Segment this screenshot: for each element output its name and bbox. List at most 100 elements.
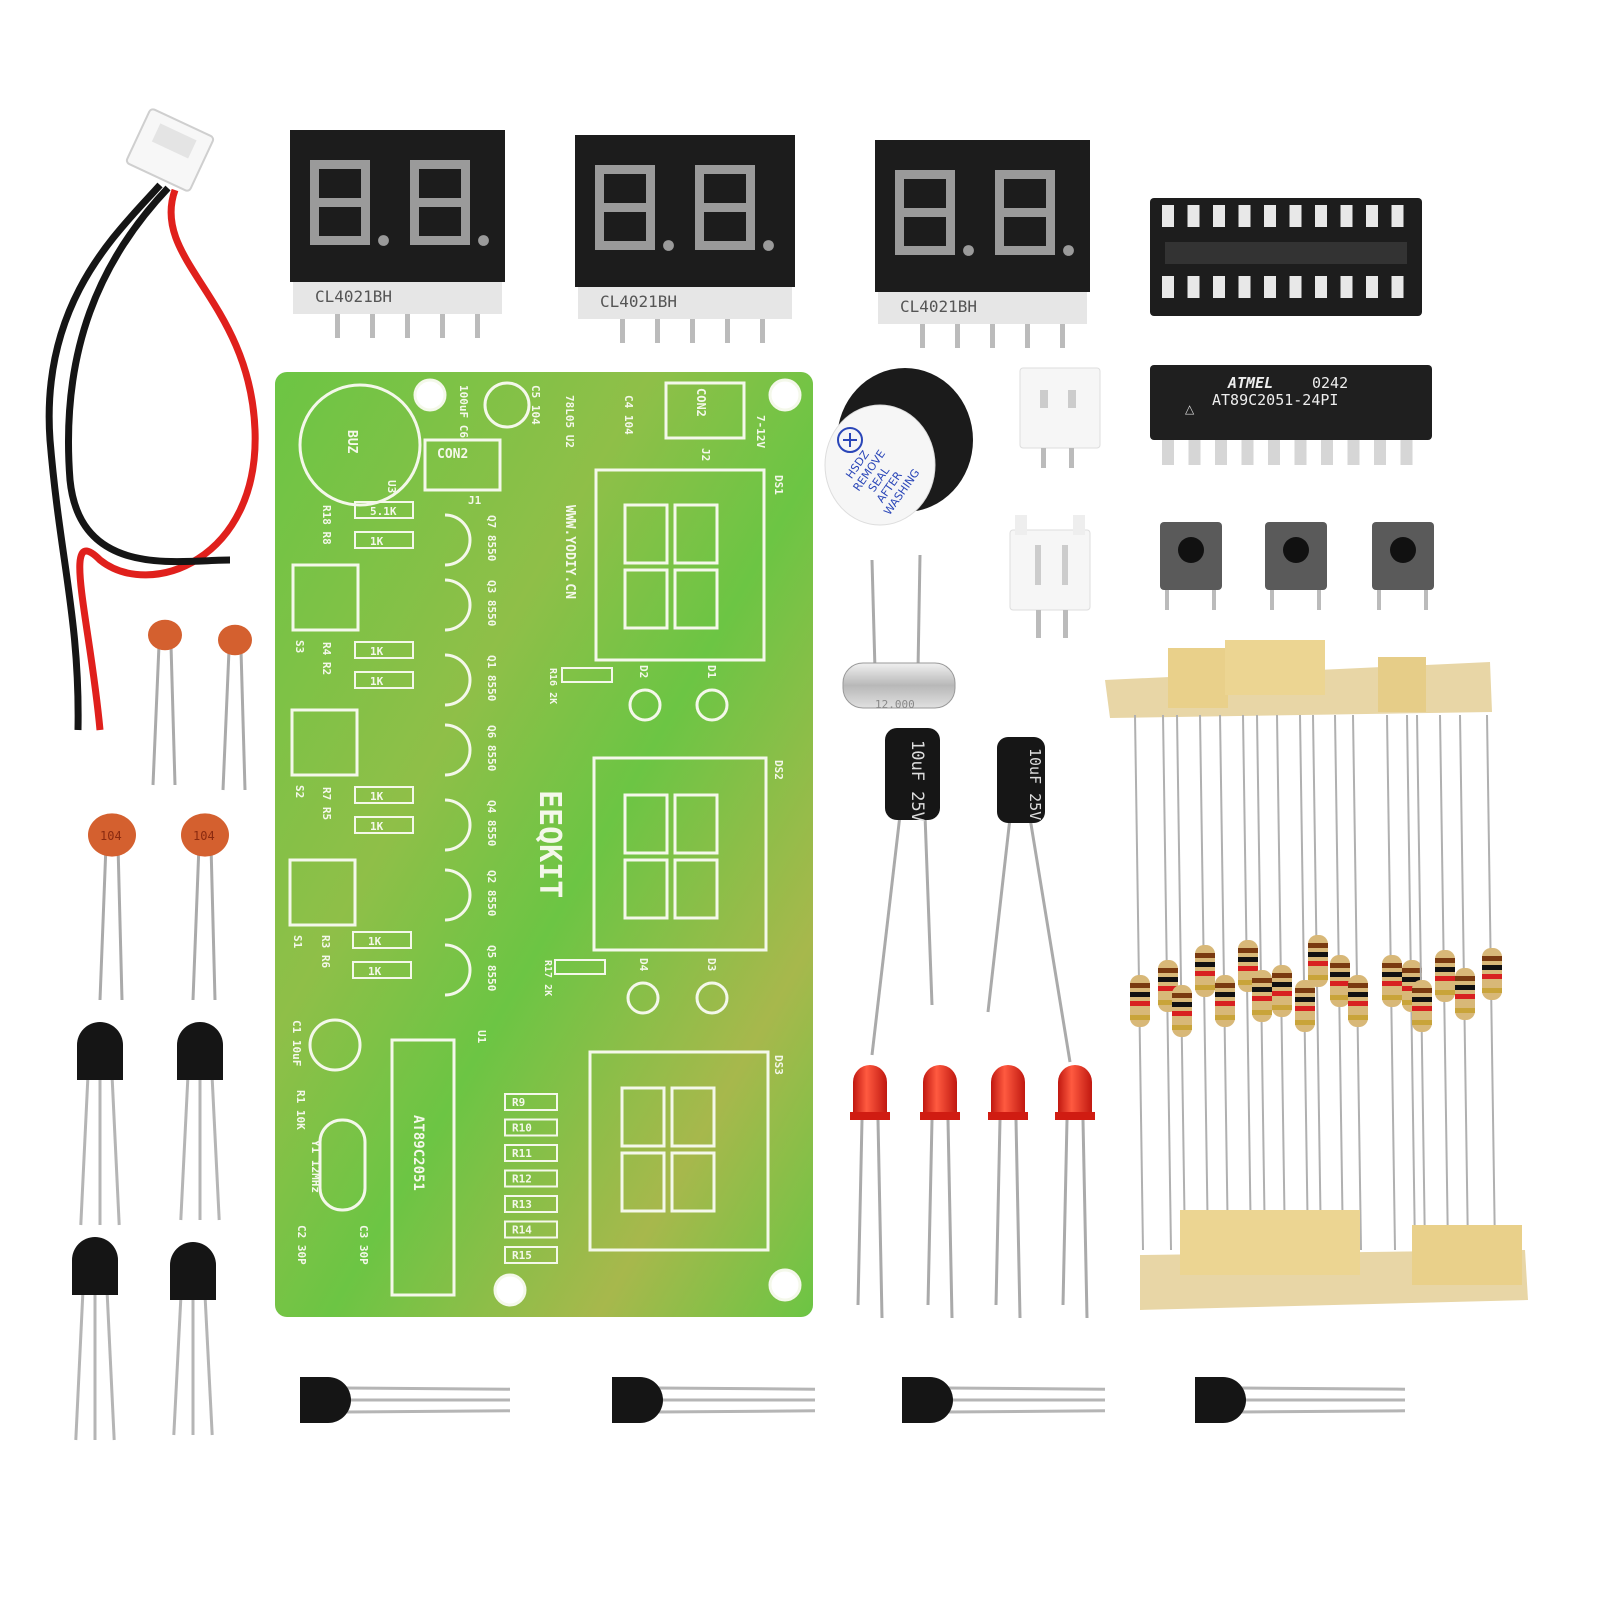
color-band xyxy=(1455,985,1475,990)
pin xyxy=(1025,320,1030,348)
transistor-lead xyxy=(1239,1386,1406,1391)
transistor xyxy=(170,1242,216,1436)
decimal-point xyxy=(663,240,674,251)
pcb-label: U1 xyxy=(475,1030,488,1044)
pcb-label: 1K xyxy=(370,645,384,658)
transistor-lead xyxy=(1239,1409,1406,1414)
pcb-label: Q1 8550 xyxy=(485,655,498,701)
resistor xyxy=(1308,714,1328,1251)
segment xyxy=(310,202,319,245)
pin xyxy=(1060,320,1065,348)
pcb-label: Q4 8550 xyxy=(485,800,498,846)
pcb-label: R4 R2 xyxy=(320,642,333,675)
seven-segment-display: CL4021BH xyxy=(290,130,505,338)
socket-contact xyxy=(1366,276,1378,298)
color-band xyxy=(1455,994,1475,999)
led-lens xyxy=(1058,1065,1092,1120)
segment xyxy=(995,212,1004,255)
segment xyxy=(595,203,655,212)
pcb-label: Q3 8550 xyxy=(485,580,498,626)
color-band xyxy=(1238,980,1258,985)
pin xyxy=(690,315,695,343)
transistor xyxy=(612,1377,816,1423)
pcb-label: R18 R8 xyxy=(320,505,333,545)
pcb-label: D4 xyxy=(637,958,650,972)
socket-contact xyxy=(1162,276,1174,298)
transistor-lead xyxy=(210,1074,221,1221)
color-band xyxy=(1195,962,1215,967)
pcb-label: DS2 xyxy=(772,760,785,780)
color-band xyxy=(1482,956,1502,961)
chip-pin xyxy=(1162,435,1174,465)
capacitor-label: 10uF 25V xyxy=(907,740,927,822)
color-band xyxy=(1130,983,1150,988)
color-band xyxy=(1272,991,1292,996)
color-band xyxy=(1272,1005,1292,1010)
segment xyxy=(946,170,955,213)
socket-contact xyxy=(1264,205,1276,227)
digit xyxy=(695,165,774,251)
transistor-lead xyxy=(105,1289,116,1441)
pin xyxy=(475,310,480,338)
pcb-label: 78L05 U2 xyxy=(563,395,576,448)
pcb-label: Q5 8550 xyxy=(485,945,498,991)
color-band xyxy=(1482,988,1502,993)
pcb-digit-outline xyxy=(623,503,669,565)
mounting-hole xyxy=(493,1273,527,1307)
segment xyxy=(895,246,955,255)
pcb-digit-outline xyxy=(620,1086,666,1148)
plus-icon xyxy=(837,427,863,453)
segment xyxy=(695,165,704,208)
pcb-digit-outline xyxy=(673,858,719,920)
ceramic-capacitor xyxy=(148,619,182,786)
pcb-digit-outline xyxy=(673,503,719,565)
color-band xyxy=(1412,1006,1432,1011)
socket-contact xyxy=(1315,205,1327,227)
color-band xyxy=(1172,1011,1192,1016)
pcb-label: J2 xyxy=(699,448,712,461)
segment xyxy=(746,207,755,250)
color-band xyxy=(1215,992,1235,997)
color-band xyxy=(1215,983,1235,988)
pcb-label: 1K xyxy=(370,790,384,803)
chip-pin xyxy=(1188,435,1201,465)
color-band xyxy=(1272,982,1292,987)
capacitor-disc xyxy=(148,619,182,651)
segment xyxy=(995,170,1004,213)
color-band xyxy=(1308,943,1328,948)
transistor-lead xyxy=(110,1074,121,1226)
transistor-lead xyxy=(79,1074,90,1226)
transistor-lead xyxy=(74,1289,85,1441)
pcb-resistor-footprint: 5.1K xyxy=(354,501,414,519)
color-band xyxy=(1308,975,1328,980)
segment xyxy=(461,202,470,245)
decimal-point xyxy=(378,235,389,246)
segment xyxy=(695,165,755,174)
color-band xyxy=(1412,997,1432,1002)
segment xyxy=(461,160,470,203)
segment xyxy=(310,236,370,245)
pcb-label: R10 xyxy=(512,1122,532,1135)
resistor xyxy=(1348,714,1368,1251)
color-band xyxy=(1455,976,1475,981)
color-band xyxy=(1195,985,1215,990)
segment xyxy=(895,212,904,255)
socket-contact xyxy=(1238,276,1251,298)
chip-pin xyxy=(1241,435,1254,465)
pcb-label: D1 xyxy=(705,665,718,679)
socket-contact xyxy=(1213,276,1225,298)
transistor-lead xyxy=(179,1074,190,1221)
pcb-label: R17 2K xyxy=(542,960,553,996)
pcb-label: C2 30P xyxy=(295,1225,308,1265)
decimal-point xyxy=(963,245,974,256)
pcb-digit-outline xyxy=(623,793,669,855)
pcb-transistor-footprint: Q1 8550 xyxy=(444,653,498,707)
segment xyxy=(746,165,755,208)
segment xyxy=(895,170,955,179)
pcb-label: S3 xyxy=(293,640,306,653)
resistor xyxy=(1482,714,1502,1251)
pcb-board: BUZ CON2 J1 100uF C6 C5 104 78L05 U2 C4 … xyxy=(275,372,813,1317)
transistor-body xyxy=(300,1377,351,1423)
segment xyxy=(1046,212,1055,255)
